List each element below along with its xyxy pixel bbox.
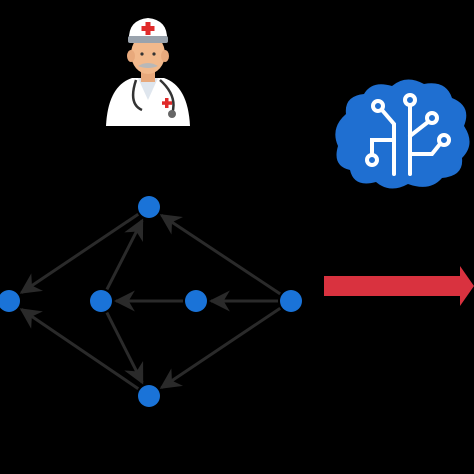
edge-right-to-top [159, 214, 281, 296]
doctor-icon [106, 18, 190, 126]
graph-node-center-left [90, 290, 112, 312]
graph-edges [19, 213, 282, 390]
edge-center-left-to-top [105, 218, 144, 291]
graph-nodes [0, 196, 302, 407]
edge-center-left-to-bottom [105, 311, 144, 385]
edge-top-to-left [19, 213, 140, 294]
graph-node-center [185, 290, 207, 312]
graph-node-left [0, 290, 20, 312]
graph-node-top [138, 196, 160, 218]
right-arrow-icon [324, 266, 474, 306]
graph-node-right [280, 290, 302, 312]
ai-brain-icon [335, 79, 470, 189]
graph-node-bottom [138, 385, 160, 407]
edge-right-to-bottom [159, 306, 282, 389]
edge-bottom-to-left [19, 308, 140, 390]
